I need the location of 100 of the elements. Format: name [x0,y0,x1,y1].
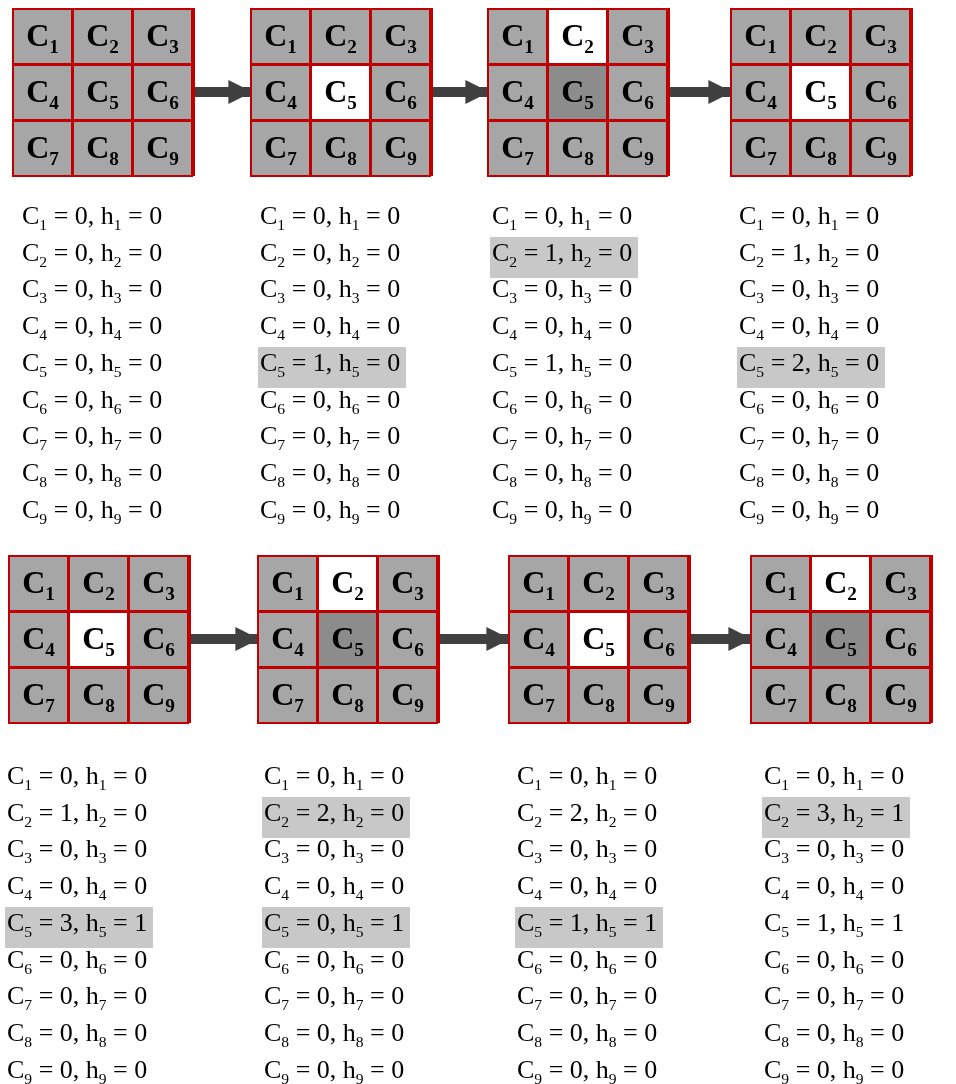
grid-cell: C$_{1}$ [8,555,69,612]
highlighted-equation: C$_{5}$ = 1, h$_{5}$ = 1 [515,906,664,948]
equation-text: C$_{3}$ = 0, h$_{3}$ = 0 [738,273,881,309]
highlighted-equation: C$_{2}$ = 1, h$_{2}$ = 0 [490,236,639,278]
equation-text: C$_{9}$ = 0, h$_{9}$ = 0 [738,493,881,529]
grid-cell: C$_{9}$ [370,120,431,177]
grid [750,555,933,723]
equation-text: C$_{2}$ = 2, h$_{2}$ = 0 [516,796,659,832]
equation-text: C$_{1}$ = 0, h$_{1}$ = 0 [763,760,906,796]
equation-text: C$_{4}$ = 0, h$_{4}$ = 0 [6,870,149,906]
equation-text: C$_{8}$ = 0, h$_{8}$ = 0 [516,1016,659,1053]
grid-cell: C$_{4}$ [8,611,69,668]
highlighted-equation: C$_{5}$ = 0, h$_{5}$ = 1 [262,906,411,948]
grid-cell: C$_{6}$ [377,611,438,668]
equation-text: C$_{7}$ = 0, h$_{7}$ = 0 [516,980,659,1016]
grid [730,8,913,176]
grid-cell: C$_{1}$ [250,8,311,65]
equation-text: C$_{2}$ = 1, h$_{2}$ = 0 [738,236,881,272]
grid-cell: C$_{1}$ [487,8,548,65]
grid-cell: C$_{2}$ [317,555,378,612]
grid-cell: C$_{4}$ [508,611,569,668]
equation-text: C$_{4}$ = 0, h$_{4}$ = 0 [738,310,881,346]
grid-cell: C$_{9}$ [607,120,668,177]
equation-text: C$_{9}$ = 0, h$_{9}$ = 0 [763,1053,906,1084]
highlighted-equation: C$_{2}$ = 2, h$_{2}$ = 0 [262,796,411,838]
grid-cell: C$_{5}$ [72,64,133,121]
equation-text: C$_{7}$ = 0, h$_{7}$ = 0 [6,980,149,1016]
equation-text: C$_{4}$ = 0, h$_{4}$ = 0 [21,310,164,346]
grid-cell: C$_{1}$ [12,8,73,65]
equation-text: C$_{9}$ = 0, h$_{9}$ = 0 [516,1053,659,1084]
equation-text: C$_{9}$ = 0, h$_{9}$ = 0 [259,493,402,529]
equation-text: C$_{1}$ = 0, h$_{1}$ = 0 [516,760,659,796]
highlighted-equation: C$_{2}$ = 3, h$_{2}$ = 1 [762,796,911,838]
equation-text: C$_{7}$ = 0, h$_{7}$ = 0 [763,980,906,1016]
grid-cell: C$_{7}$ [257,667,318,724]
grid [508,555,691,723]
grid-cell: C$_{6}$ [128,611,189,668]
grid-cell: C$_{4}$ [250,64,311,121]
grid-cell: C$_{9}$ [870,667,931,724]
grid-cell: C$_{3}$ [607,8,668,65]
equation-text: C$_{7}$ = 0, h$_{7}$ = 0 [491,420,634,456]
grid-cell: C$_{2}$ [568,555,629,612]
grid-cell: C$_{1}$ [730,8,791,65]
equation-text: C$_{4}$ = 0, h$_{4}$ = 0 [763,870,906,906]
equation-text: C$_{1}$ = 0, h$_{1}$ = 0 [21,200,164,236]
grid-cell: C$_{6}$ [850,64,911,121]
grid-cell: C$_{7}$ [750,667,811,724]
grid-cell: C$_{9}$ [377,667,438,724]
grid-cell: C$_{2}$ [790,8,851,65]
grid-cell: C$_{3}$ [377,555,438,612]
grid-cell: C$_{7}$ [508,667,569,724]
highlighted-equation: C$_{5}$ = 2, h$_{5}$ = 0 [737,346,886,388]
grid-cell: C$_{5}$ [317,611,378,668]
grid-cell: C$_{6}$ [607,64,668,121]
grid-cell: C$_{3}$ [128,555,189,612]
equation-text: C$_{3}$ = 0, h$_{3}$ = 0 [6,833,149,869]
equation-text: C$_{4}$ = 0, h$_{4}$ = 0 [263,870,406,906]
grid [250,8,433,176]
highlighted-equation: C$_{5}$ = 3, h$_{5}$ = 1 [5,906,154,948]
grid [257,555,440,723]
grid [8,555,191,723]
grid-cell: C$_{6}$ [870,611,931,668]
grid-cell: C$_{3}$ [850,8,911,65]
equation-text: C$_{3}$ = 0, h$_{3}$ = 0 [21,273,164,309]
equation-text: C$_{3}$ = 0, h$_{3}$ = 0 [259,273,402,309]
grid-cell: C$_{8}$ [68,667,129,724]
grid-cell: C$_{8}$ [568,667,629,724]
grid-cell: C$_{5}$ [68,611,129,668]
equation-text: C$_{8}$ = 0, h$_{8}$ = 0 [738,456,881,493]
grid-cell: C$_{3}$ [870,555,931,612]
grid-cell: C$_{9}$ [628,667,689,724]
equation-text: C$_{7}$ = 0, h$_{7}$ = 0 [263,980,406,1016]
grid-cell: C$_{7}$ [730,120,791,177]
equation-text: C$_{6}$ = 0, h$_{6}$ = 0 [763,943,906,979]
grid-cell: C$_{6}$ [628,611,689,668]
grid-cell: C$_{8}$ [790,120,851,177]
grid-cell: C$_{2}$ [72,8,133,65]
equation-text: C$_{1}$ = 0, h$_{1}$ = 0 [263,760,406,796]
equation-text: C$_{5}$ = 1, h$_{5}$ = 0 [491,346,634,382]
grid-cell: C$_{4}$ [730,64,791,121]
equation-text: C$_{6}$ = 0, h$_{6}$ = 0 [491,383,634,419]
equation-text: C$_{4}$ = 0, h$_{4}$ = 0 [491,310,634,346]
equation-text: C$_{4}$ = 0, h$_{4}$ = 0 [259,310,402,346]
grid-cell: C$_{5}$ [547,64,608,121]
equation-text: C$_{8}$ = 0, h$_{8}$ = 0 [259,456,402,493]
grid-cell: C$_{9}$ [850,120,911,177]
grid-cell: C$_{8}$ [317,667,378,724]
equation-text: C$_{7}$ = 0, h$_{7}$ = 0 [738,420,881,456]
equation-text: C$_{8}$ = 0, h$_{8}$ = 0 [6,1016,149,1053]
grid-cell: C$_{7}$ [250,120,311,177]
grid-cell: C$_{5}$ [790,64,851,121]
grid-cell: C$_{4}$ [750,611,811,668]
grid-cell: C$_{4}$ [12,64,73,121]
grid-cell: C$_{5}$ [310,64,371,121]
grid-cell: C$_{2}$ [310,8,371,65]
grid [487,8,670,176]
grid-cell: C$_{7}$ [487,120,548,177]
equation-text: C$_{8}$ = 0, h$_{8}$ = 0 [21,456,164,493]
equation-text: C$_{3}$ = 0, h$_{3}$ = 0 [516,833,659,869]
equation-text: C$_{2}$ = 0, h$_{2}$ = 0 [259,236,402,272]
